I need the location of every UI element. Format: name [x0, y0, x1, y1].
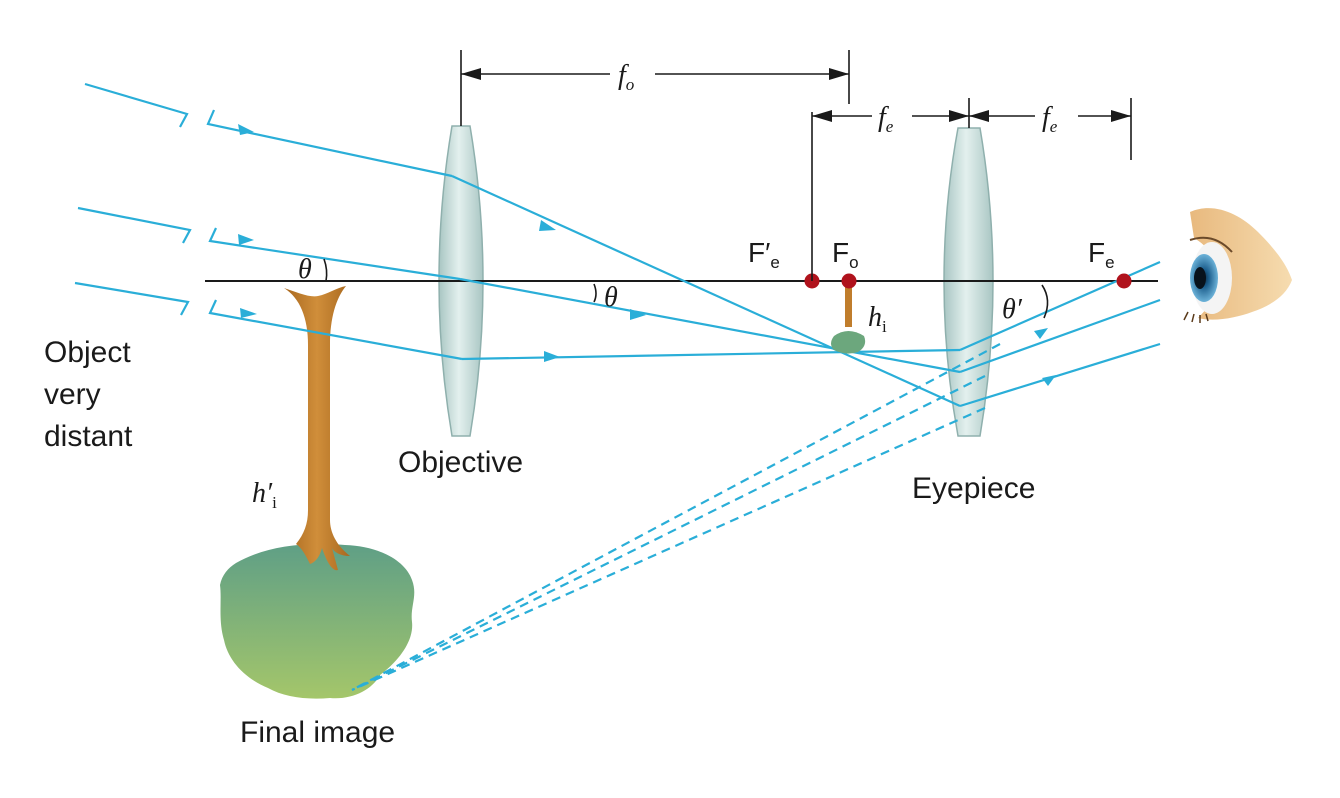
intermediate-trunk	[845, 283, 852, 327]
dimension-f-o	[460, 50, 850, 126]
incoming-rays	[74, 82, 463, 361]
eye-skin	[1190, 208, 1292, 320]
ray-top-incoming	[84, 82, 189, 128]
ray-arrows	[238, 124, 1056, 386]
eye-lid	[1189, 236, 1233, 253]
F-e-label: Fe	[1088, 237, 1115, 272]
ray-middle-refracted	[459, 277, 961, 374]
ray-top-pre-objective	[206, 109, 453, 178]
arrow-icon	[238, 234, 254, 245]
ray-bottom-incoming	[74, 281, 190, 316]
final-image-tree	[220, 286, 415, 699]
dimension-f-e-right	[969, 98, 1132, 160]
ray-out-bottom	[959, 342, 1161, 408]
theta-prime-label: θ′	[1002, 294, 1023, 325]
virtual-ray-3	[351, 406, 986, 692]
ray-top-refracted	[451, 174, 961, 408]
f-e-left-label: fe	[878, 102, 894, 136]
arrow-icon	[539, 220, 556, 231]
dimension-f-e-left	[811, 98, 970, 281]
final-image-label: Final image	[240, 716, 395, 749]
eye-lashes	[1183, 311, 1209, 323]
arrow-icon	[630, 309, 646, 320]
F-o-label: Fo	[832, 237, 859, 272]
focal-point-F-o	[841, 273, 857, 289]
intermediate-rays	[451, 174, 961, 408]
f-o-label: fo	[618, 60, 634, 94]
theta-arc-middle	[593, 283, 597, 303]
arrow-icon	[238, 124, 254, 135]
theta-middle-label: θ	[604, 282, 618, 313]
objective-label: Objective	[398, 446, 523, 479]
theta-prime-arc	[1041, 284, 1049, 319]
ray-bottom-pre-objective	[208, 299, 463, 361]
h-i-label: hi	[868, 302, 887, 336]
virtual-rays	[351, 343, 1001, 692]
ray-middle-incoming	[77, 206, 192, 244]
f-e-right-label: fe	[1042, 102, 1058, 136]
intermediate-crown	[831, 331, 866, 354]
arrow-icon	[1034, 328, 1048, 339]
object-label-line-2: very	[44, 378, 101, 411]
ray-middle-pre-objective	[208, 227, 461, 281]
virtual-ray-1	[351, 343, 1001, 691]
virtual-ray-2	[351, 375, 986, 691]
object-label-line-1: Object	[44, 336, 131, 369]
final-image-trunk	[284, 286, 350, 571]
focal-point-F-e	[1116, 273, 1132, 289]
F-e-prime-label: F′e	[748, 237, 780, 272]
ray-out-middle	[959, 298, 1161, 374]
theta-arc-left	[323, 258, 328, 282]
theta-left-label: θ	[298, 254, 312, 285]
arrow-icon	[544, 351, 560, 362]
h-i-prime-label: h′i	[252, 478, 277, 512]
intermediate-image-tree	[831, 283, 866, 354]
final-image-crown	[220, 543, 415, 699]
object-label-line-3: distant	[44, 420, 133, 453]
eye-pupil	[1194, 267, 1206, 289]
arrow-icon	[240, 308, 257, 318]
eyepiece-label: Eyepiece	[912, 472, 1035, 505]
eye-icon	[1183, 208, 1292, 323]
